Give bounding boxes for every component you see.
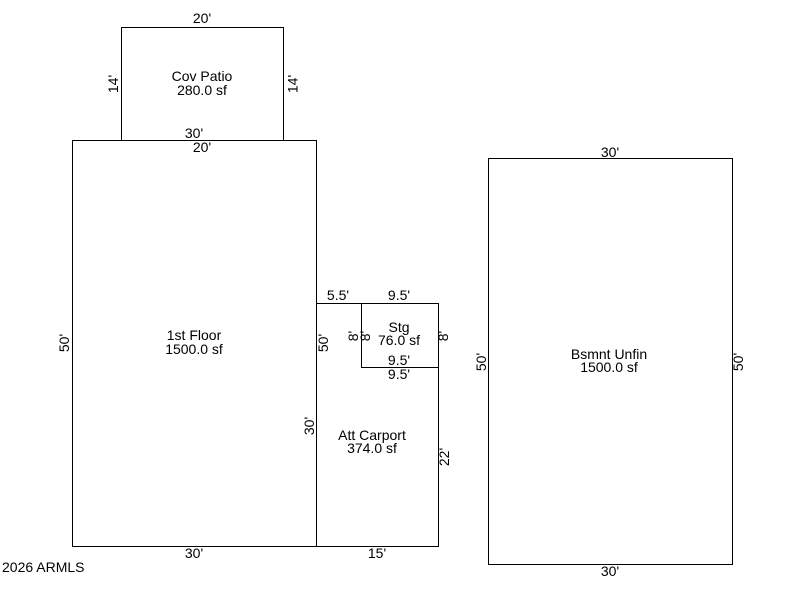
storage-area: 76.0 sf	[378, 332, 420, 348]
first-floor-area: 1500.0 sf	[165, 341, 223, 357]
dim-basement-bottom: 30'	[601, 563, 619, 579]
carport-area: 374.0 sf	[347, 440, 397, 456]
dim-floor-bottom: 30'	[185, 545, 203, 561]
dim-floor-right: 50'	[315, 334, 331, 352]
dim-basement-left: 50'	[473, 353, 489, 371]
dim-carport-right: 22'	[436, 448, 452, 466]
dim-carport-top-right: 9.5'	[388, 366, 410, 382]
dim-patio-right: 14'	[284, 75, 300, 93]
basement-name: Bsmnt Unfin	[571, 346, 647, 362]
carport-outline	[316, 303, 439, 547]
dim-patio-bottom: 20'	[193, 139, 211, 155]
dim-floor-left: 50'	[56, 334, 72, 352]
dim-carport-bottom: 15'	[368, 545, 386, 561]
dim-basement-right: 50'	[730, 353, 746, 371]
first-floor-name: 1st Floor	[167, 327, 222, 343]
dim-storage-top: 9.5'	[388, 287, 410, 303]
dim-storage-left-inner: 8'	[357, 331, 373, 341]
cov-patio-name: Cov Patio	[172, 68, 233, 84]
dim-floor-top: 30'	[185, 125, 203, 141]
carport-name: Att Carport	[338, 427, 406, 443]
dim-floor-right-lower: 30'	[301, 417, 317, 435]
first-floor-outline	[72, 140, 317, 547]
dim-basement-top: 30'	[601, 144, 619, 160]
basement-outline	[488, 158, 733, 565]
dim-carport-top-left: 5.5'	[327, 287, 349, 303]
dim-storage-right: 8'	[435, 331, 451, 341]
dim-patio-left: 14'	[105, 75, 121, 93]
basement-area: 1500.0 sf	[580, 359, 638, 375]
dim-storage-left-outer: 8'	[345, 331, 361, 341]
storage-name: Stg	[388, 319, 409, 335]
copyright-text: 2026 ARMLS	[2, 559, 85, 575]
dim-patio-top: 20'	[193, 10, 211, 26]
dim-storage-bottom: 9.5'	[388, 352, 410, 368]
cov-patio-area: 280.0 sf	[177, 82, 227, 98]
